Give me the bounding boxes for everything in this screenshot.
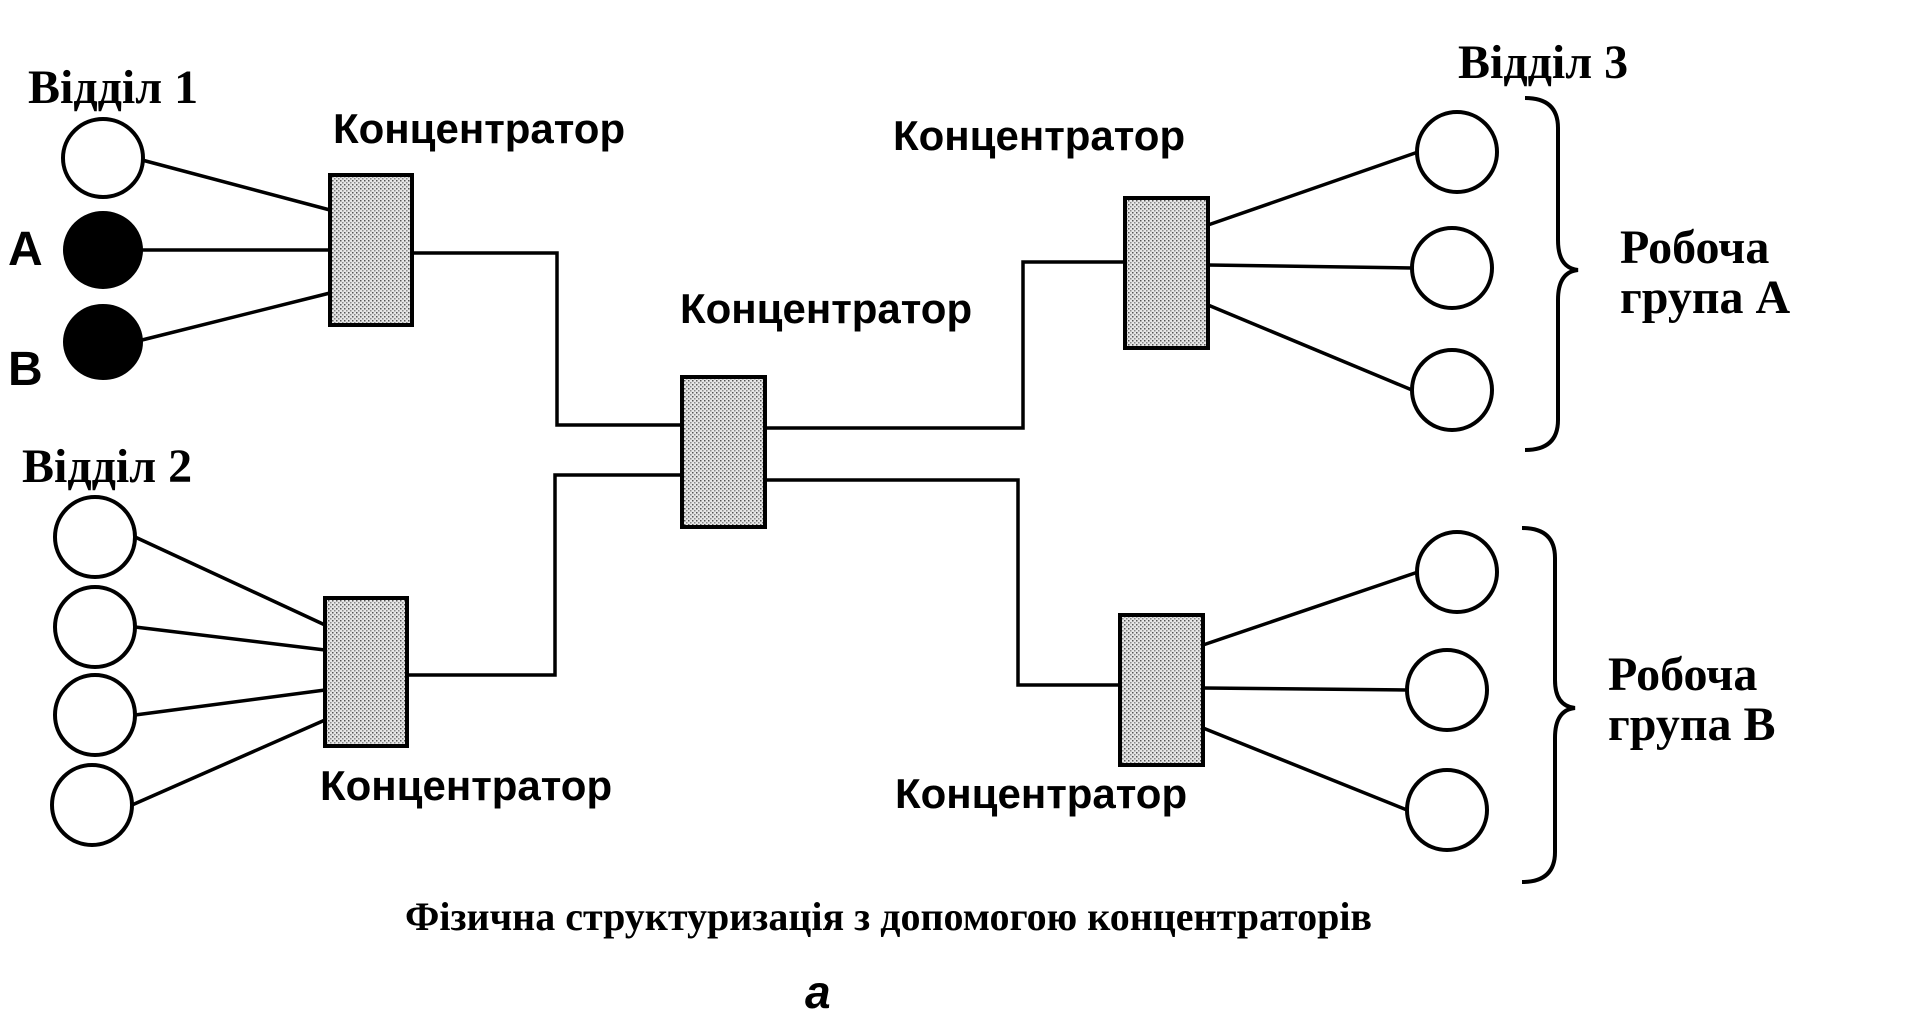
link-hub4-host2 [1202, 686, 1408, 692]
label-hub-center: Концентратор [680, 285, 972, 332]
label-dept2: Відділ 2 [22, 440, 192, 493]
link-dept1-host1 [141, 158, 331, 212]
label-dept3: Відділ 3 [1458, 36, 1628, 89]
brace-group-a [1524, 96, 1579, 452]
link-dept2-host4 [131, 718, 326, 807]
link-hub2-center [407, 473, 682, 677]
host-group-b-2 [1405, 648, 1489, 732]
host-a [63, 211, 143, 289]
host-group-b-3 [1405, 768, 1489, 852]
figure-caption: Фізична структуризація з допомогою конце… [405, 894, 1372, 939]
host-group-a-1 [1415, 110, 1499, 194]
link-hub3-host2 [1207, 263, 1413, 270]
link-hub4-host1 [1202, 570, 1419, 647]
label-dept1: Відділ 1 [28, 61, 198, 114]
link-center-hub4 [765, 478, 1120, 687]
link-hub4-host3 [1202, 726, 1408, 812]
brace-group-b [1521, 526, 1576, 884]
host-group-a-3 [1410, 348, 1494, 432]
label-group-b-line2: група B [1608, 698, 1776, 751]
label-host-a: A [8, 223, 43, 276]
link-center-hub3 [765, 260, 1125, 430]
label-hub-dept2: Концентратор [320, 762, 612, 809]
label-group-a-line2: група A [1620, 271, 1791, 324]
host-group-b-1 [1415, 530, 1499, 614]
label-hub-dept3-b: Концентратор [895, 770, 1187, 817]
figure-letter: а [805, 966, 831, 1018]
hub-dept1 [328, 173, 414, 327]
hub-dept3-group-b [1118, 613, 1205, 767]
label-group-a-line1: Робоча [1620, 221, 1769, 274]
link-dept2-host3 [134, 688, 326, 717]
link-hub1-center [412, 251, 682, 427]
host-dept2-2 [53, 585, 137, 669]
hub-dept2 [323, 596, 409, 748]
host-dept2-1 [53, 495, 137, 579]
hub-center [680, 375, 767, 529]
link-dept1-host-b [141, 291, 331, 342]
link-dept2-host2 [134, 625, 326, 652]
label-host-b: B [8, 343, 43, 396]
host-group-a-2 [1410, 226, 1494, 310]
link-hub3-host3 [1207, 303, 1413, 392]
label-group-b-line1: Робоча [1608, 648, 1757, 701]
label-hub-dept1: Концентратор [333, 105, 625, 152]
hub-dept3-group-a [1123, 196, 1210, 350]
host-dept2-3 [53, 673, 137, 757]
link-hub3-host1 [1207, 150, 1419, 227]
host-dept2-4 [50, 763, 134, 847]
label-hub-dept3-a: Концентратор [893, 112, 1185, 159]
host-dept1-1 [61, 117, 145, 199]
host-b [63, 304, 143, 380]
link-dept2-host1 [134, 535, 326, 627]
